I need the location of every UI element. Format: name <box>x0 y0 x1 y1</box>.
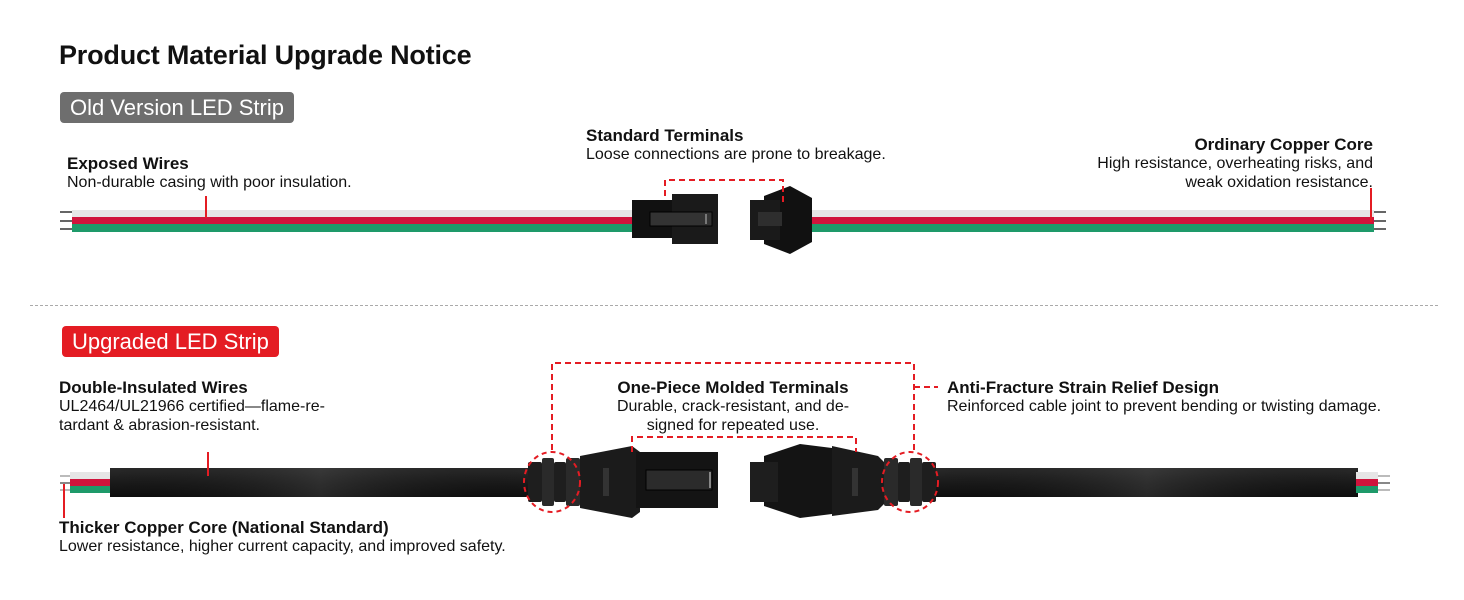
exposed-wires-title: Exposed Wires <box>67 154 189 173</box>
exposed-wires-desc: Non-durable casing with poor insulation. <box>67 174 352 191</box>
old-terminals-bracket <box>664 179 784 204</box>
ordinary-copper-core-callout: Ordinary Copper Core High resistance, ov… <box>1060 135 1373 192</box>
new-right-wire-ends <box>1356 472 1390 493</box>
strain-relief-bracket <box>551 362 915 450</box>
molded-terminals-desc-1: Durable, crack-resistant, and de- <box>616 398 850 415</box>
old-right-ribbon-wire <box>812 210 1386 232</box>
molded-terminals-title: One-Piece Molded Terminals <box>617 378 849 397</box>
thicker-copper-core-desc: Lower resistance, higher current capacit… <box>59 538 506 555</box>
strain-relief-callout: Anti-Fracture Strain Relief Design Reinf… <box>947 378 1381 416</box>
old-left-ribbon-wire <box>60 210 634 232</box>
new-left-wire-ends <box>60 472 112 493</box>
new-right-cable <box>936 468 1358 497</box>
double-insulated-title: Double-Insulated Wires <box>59 378 248 397</box>
page-title: Product Material Upgrade Notice <box>59 40 472 70</box>
ordinary-copper-core-desc-1: High resistance, overheating risks, and <box>1097 155 1373 172</box>
old-female-connector <box>750 186 812 254</box>
double-insulated-desc-1: UL2464/UL21966 certified—flame-re- <box>59 398 325 415</box>
ordinary-copper-core-title: Ordinary Copper Core <box>1194 135 1373 154</box>
double-insulated-desc-2: tardant & abrasion-resistant. <box>59 417 260 434</box>
standard-terminals-title: Standard Terminals <box>586 126 744 145</box>
upgraded-badge: Upgraded LED Strip <box>62 326 279 357</box>
double-insulated-callout: Double-Insulated Wires UL2464/UL21966 ce… <box>59 378 325 435</box>
strain-relief-desc: Reinforced cable joint to prevent bendin… <box>947 398 1382 415</box>
new-male-connector <box>580 446 718 518</box>
old-version-badge: Old Version LED Strip <box>60 92 294 123</box>
new-right-strain-relief <box>884 458 936 506</box>
standard-terminals-callout: Standard Terminals Loose connections are… <box>586 126 886 164</box>
thicker-copper-core-callout: Thicker Copper Core (National Standard) … <box>59 518 506 556</box>
section-divider <box>30 305 1438 306</box>
strain-relief-title: Anti-Fracture Strain Relief Design <box>947 378 1220 397</box>
molded-terminals-callout: One-Piece Molded Terminals Durable, crac… <box>592 378 874 435</box>
new-left-strain-relief <box>528 458 580 506</box>
exposed-wires-callout: Exposed Wires Non-durable casing with po… <box>67 154 352 192</box>
molded-terminals-desc-2: signed for repeated use. <box>646 417 820 434</box>
new-left-cable <box>110 468 530 497</box>
thicker-copper-core-title: Thicker Copper Core (National Standard) <box>59 518 389 537</box>
standard-terminals-desc: Loose connections are prone to breakage. <box>586 146 886 163</box>
left-strain-relief-highlight <box>523 451 581 513</box>
old-male-connector <box>632 194 718 244</box>
right-strain-relief-highlight <box>881 451 939 513</box>
ordinary-copper-core-desc-2: weak oxidation resistance. <box>1185 174 1373 191</box>
new-female-connector <box>750 444 884 518</box>
